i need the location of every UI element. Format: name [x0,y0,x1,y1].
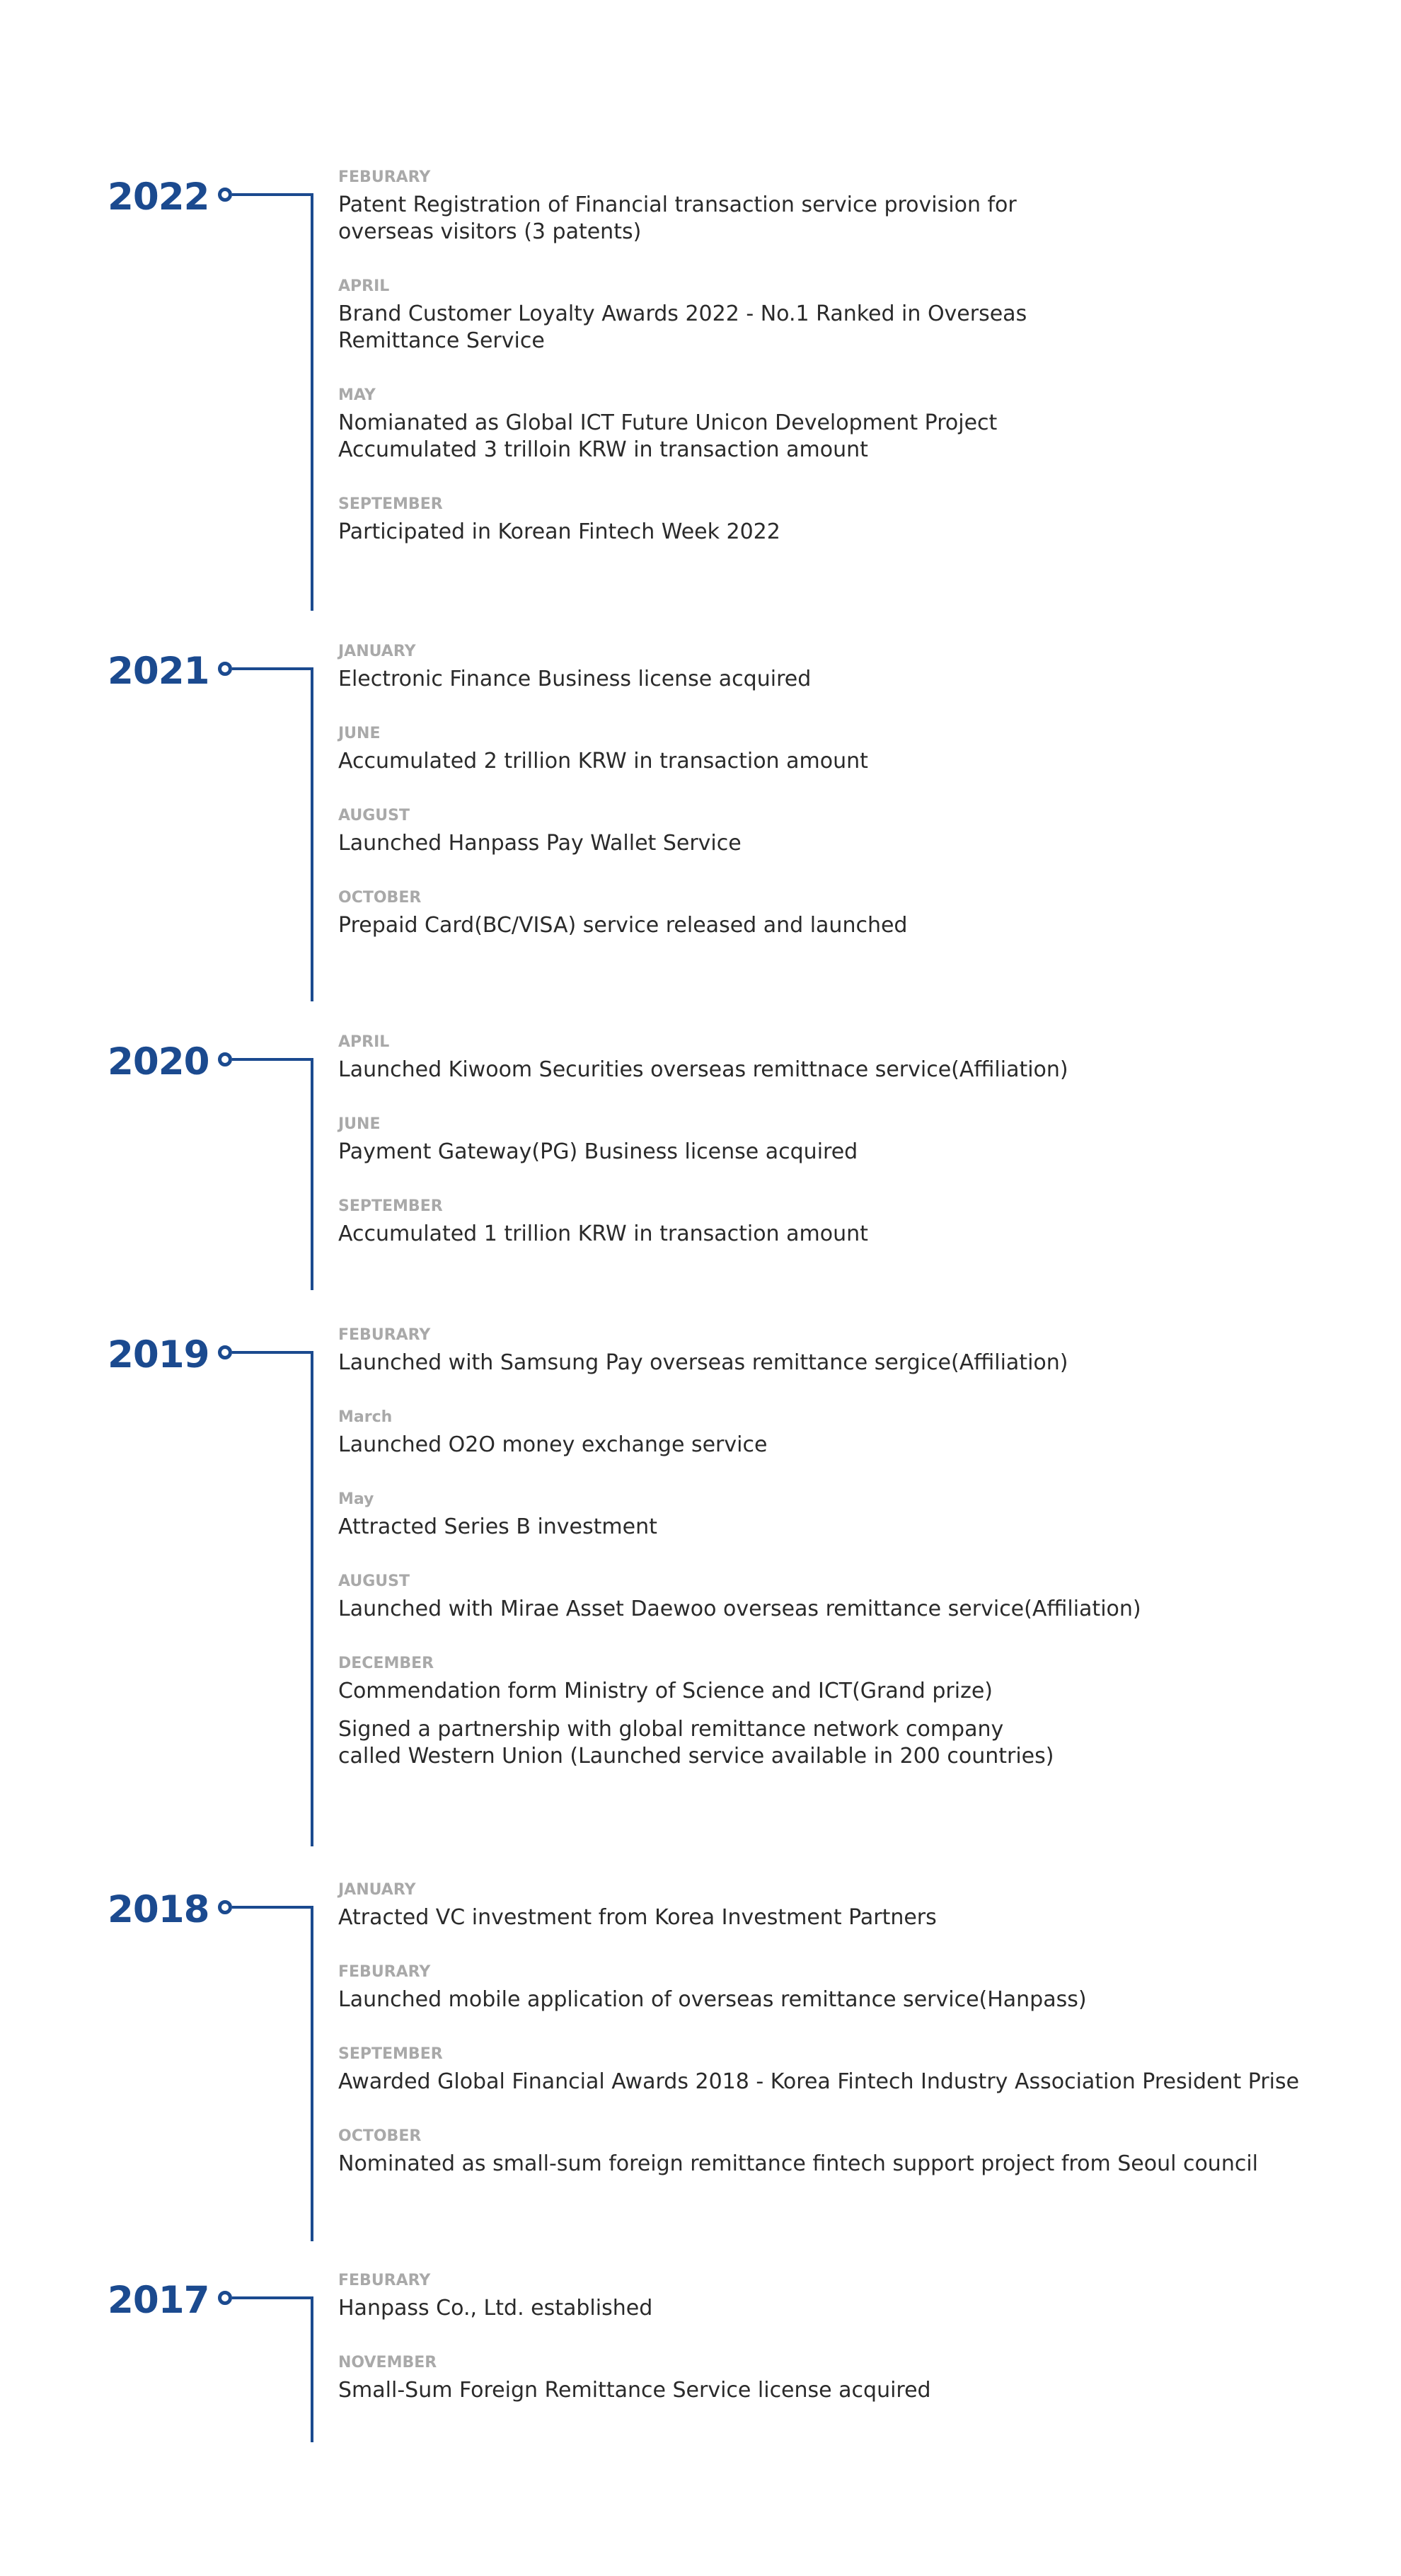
timeline-entry: OCTOBER Prepaid Card(BC/VISA) service rel… [338,888,1357,939]
entry-text: Patent Registration of Financial transac… [338,192,1017,244]
year-entries: FEBURARY Patent Registration of Financial… [338,168,1357,546]
timeline-node-icon [218,188,232,202]
timeline-connector [232,1351,313,1354]
timeline-node-icon [218,1345,232,1359]
entry-text: Hanpass Co., Ltd. established [338,2296,653,2321]
entry-month: JANUARY [338,643,416,660]
entry-text: Small-Sum Foreign Remittance Service lic… [338,2378,931,2403]
timeline-entry: JUNE Payment Gateway(PG) Business license… [338,1115,1357,1166]
timeline-entry: FEBURARY Hanpass Co., Ltd. established [338,2271,1357,2322]
entry-month: DECEMBER [338,1655,434,1672]
entry-text: Commendation form Ministry of Science an… [338,1679,993,1703]
entry-text: Nomianated as Global ICT Future Unicon D… [338,410,998,435]
year-entries: APRIL Launched Kiwoom Securities overseas… [338,1033,1357,1248]
timeline-vertical-line [311,2296,313,2442]
entry-text: Payment Gateway(PG) Business license acq… [338,1139,858,1164]
entry-text: Electronic Finance Business license acqu… [338,667,812,691]
timeline-connector [232,667,313,670]
entry-month: APRIL [338,277,390,295]
entry-text: Attracted Series B investment [338,1514,657,1539]
timeline-entry: AUGUST Launched Hanpass Pay Wallet Servic… [338,806,1357,857]
year-label: 2020 [108,1040,210,1083]
entry-text: Nominated as small-sum foreign remittanc… [338,2151,1258,2176]
timeline-entry: AUGUST Launched with Mirae Asset Daewoo o… [338,1572,1357,1623]
entry-text: Launched O2O money exchange service [338,1432,768,1457]
entry-text: Atracted VC investment from Korea Invest… [338,1905,937,1930]
entry-text: Accumulated 3 trilloin KRW in transactio… [338,437,868,462]
timeline-entry: FEBURARY Launched with Samsung Pay overse… [338,1326,1357,1376]
entry-text: Accumulated 2 trillion KRW in transactio… [338,749,868,774]
entry-month: FEBURARY [338,168,431,186]
year-label: 2018 [108,1888,210,1931]
timeline-entry: DECEMBER Commendation form Ministry of Sc… [338,1654,1357,1770]
timeline-connector [232,1906,313,1909]
year-label: 2019 [108,1333,210,1376]
timeline-entry: NOVEMBER Small-Sum Foreign Remittance Ser… [338,2353,1357,2404]
entry-month: JUNE [338,1115,381,1133]
entry-month: FEBURARY [338,1963,431,1981]
year-label: 2021 [108,650,210,693]
timeline-node-icon [218,2291,232,2305]
entry-text: Participated in Korean Fintech Week 2022 [338,519,780,544]
timeline-entry: SEPTEMBER Participated in Korean Fintech … [338,495,1357,546]
entry-text: Launched with Mirae Asset Daewoo oversea… [338,1597,1141,1621]
entry-month: OCTOBER [338,2127,422,2145]
year-entries: FEBURARY Launched with Samsung Pay overse… [338,1326,1357,1770]
entry-month: SEPTEMBER [338,1197,443,1215]
timeline-vertical-line [311,1906,313,2241]
entry-month: NOVEMBER [338,2354,437,2371]
timeline-node-icon [218,662,232,676]
entry-text: Brand Customer Loyalty Awards 2022 - No.… [338,301,1027,353]
timeline-connector [232,1058,313,1061]
entry-text: Launched with Samsung Pay overseas remit… [338,1350,1068,1375]
entry-text: Signed a partnership with global remitta… [338,1717,1054,1769]
year-label: 2022 [108,176,210,219]
entry-month: AUGUST [338,1572,410,1590]
timeline-vertical-line [311,1058,313,1290]
timeline-vertical-line [311,1351,313,1846]
timeline-vertical-line [311,193,313,611]
entry-month: AUGUST [338,807,410,824]
entry-month: May [338,1490,374,1508]
entry-month: FEBURARY [338,2272,431,2289]
timeline-entry: OCTOBER Nominated as small-sum foreign re… [338,2127,1357,2178]
timeline-entry: MAY Nomianated as Global ICT Future Unico… [338,386,1357,464]
timeline-entry: SEPTEMBER Accumulated 1 trillion KRW in t… [338,1197,1357,1248]
entry-month: March [338,1408,393,1426]
entry-month: MAY [338,386,376,404]
entry-text: Launched mobile application of overseas … [338,1987,1087,2012]
entry-text: Launched Kiwoom Securities overseas remi… [338,1057,1068,1082]
timeline-entry: JANUARY Atracted VC investment from Korea… [338,1880,1357,1931]
entry-month: JANUARY [338,1881,416,1899]
timeline-connector [232,2296,313,2299]
year-entries: JANUARY Electronic Finance Business licen… [338,642,1357,939]
entry-text: Launched Hanpass Pay Wallet Service [338,831,742,856]
entry-text: Awarded Global Financial Awards 2018 - K… [338,2069,1300,2094]
timeline-entry: FEBURARY Patent Registration of Financial… [338,168,1357,246]
timeline-entry: SEPTEMBER Awarded Global Financial Awards… [338,2045,1357,2095]
entry-month: APRIL [338,1033,390,1051]
entry-text: Accumulated 1 trillion KRW in transactio… [338,1221,868,1246]
year-label: 2017 [108,2279,210,2322]
entry-month: SEPTEMBER [338,2045,443,2063]
timeline-vertical-line [311,667,313,1001]
timeline-entry: JUNE Accumulated 2 trillion KRW in transa… [338,724,1357,775]
timeline-node-icon [218,1052,232,1066]
timeline-entry: FEBURARY Launched mobile application of o… [338,1962,1357,2013]
timeline-entry: APRIL Launched Kiwoom Securities overseas… [338,1033,1357,1083]
timeline-connector [232,193,313,196]
entry-month: JUNE [338,725,381,742]
entry-text: Prepaid Card(BC/VISA) service released a… [338,913,908,938]
timeline-entry: JANUARY Electronic Finance Business licen… [338,642,1357,693]
entry-month: OCTOBER [338,889,422,907]
entry-month: SEPTEMBER [338,495,443,513]
timeline-entry: APRIL Brand Customer Loyalty Awards 2022 … [338,277,1357,355]
entry-month: FEBURARY [338,1326,431,1344]
timeline-node-icon [218,1900,232,1914]
year-entries: JANUARY Atracted VC investment from Korea… [338,1880,1357,2178]
